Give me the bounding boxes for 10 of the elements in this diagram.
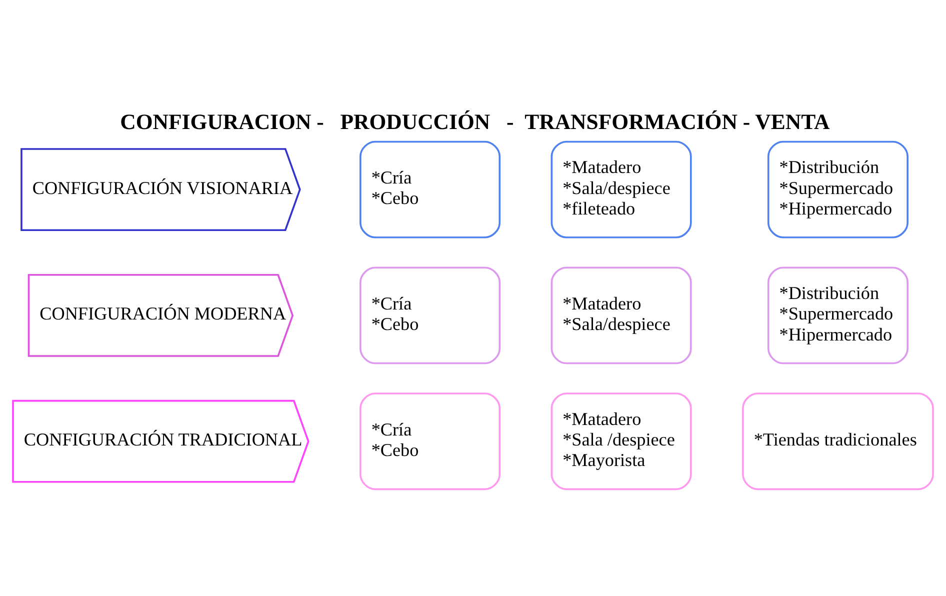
node-box: *Matadero *Sala/despiece *fileteado xyxy=(550,140,692,238)
node-box: *Cría *Cebo xyxy=(360,140,501,238)
node-box: *Cría *Cebo xyxy=(360,392,501,490)
node-box: *Matadero *Sala/despiece xyxy=(550,266,692,364)
node-box: *Tiendas tradicionales xyxy=(742,392,934,490)
node-box: *Distribución *Supermercado *Hipermercado xyxy=(767,140,908,238)
node-box: *Cría *Cebo xyxy=(360,266,501,364)
node-box: *Matadero *Sala /despiece *Mayorista xyxy=(550,392,692,490)
diagram-title: CONFIGURACION - PRODUCCIÓN - TRANSFORMACIÓN - VENTA xyxy=(120,109,830,134)
node-box: *Distribución *Supermercado *Hipermercado xyxy=(767,266,908,364)
